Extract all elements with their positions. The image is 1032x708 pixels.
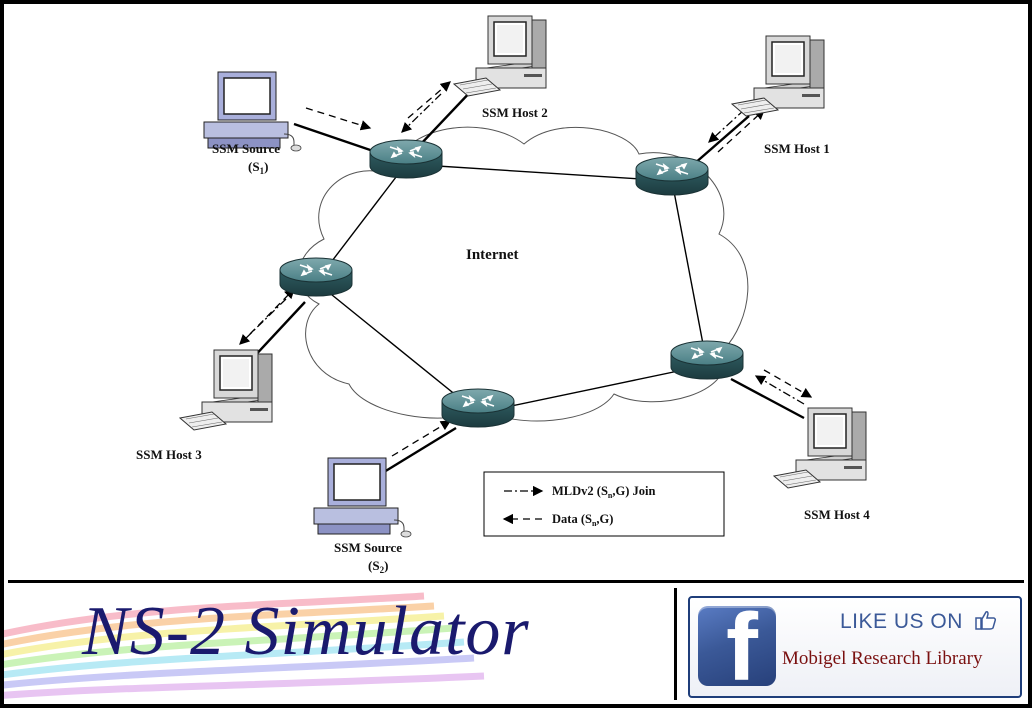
- computer-icon: [731, 35, 825, 117]
- legend-data-label: Data (Sn,G): [552, 512, 613, 528]
- host-links: [250, 87, 805, 474]
- signal-arrows: [239, 81, 813, 457]
- internet-label: Internet: [466, 247, 519, 263]
- network-diagram: Internet SSM Source (S1) SSM Host 2 SSM …: [136, 15, 870, 575]
- divider: [8, 580, 1024, 583]
- facebook-logo-letter: f: [726, 606, 758, 686]
- router-icon: [279, 257, 353, 297]
- divider: [674, 588, 677, 700]
- title-banner: NS-2 Simulator: [4, 586, 672, 704]
- router-links: [315, 163, 708, 414]
- computer-icon: [179, 349, 273, 431]
- source1-sublabel: (S1): [248, 159, 268, 176]
- host4-label: SSM Host 4: [804, 507, 870, 522]
- computer-icon: [203, 71, 302, 152]
- computer-icon: [453, 15, 547, 97]
- router-icon: [635, 156, 709, 196]
- like-us-label: LIKE US ON: [840, 610, 963, 633]
- thumbs-up-icon: [975, 611, 997, 630]
- source2-sublabel: (S2): [368, 558, 388, 575]
- router-icon: [369, 139, 443, 179]
- host3-label: SSM Host 3: [136, 447, 202, 462]
- facebook-like-box[interactable]: f LIKE US ON Mobigel Research Library: [688, 596, 1022, 698]
- like-us-row: LIKE US ON: [840, 610, 997, 634]
- legend: MLDv2 (Sn,G) Join Data (Sn,G): [483, 471, 725, 537]
- source2-label: SSM Source: [334, 540, 402, 555]
- banner-title: NS-2 Simulator: [82, 593, 530, 670]
- computer-icon: [773, 407, 867, 489]
- host2-label: SSM Host 2: [482, 105, 548, 120]
- page-frame: Internet SSM Source (S1) SSM Host 2 SSM …: [4, 4, 1028, 704]
- source1-label: SSM Source: [212, 141, 280, 156]
- legend-join-label: MLDv2 (Sn,G) Join: [552, 484, 655, 500]
- rainbow-swoosh: [4, 592, 485, 699]
- facebook-logo-icon[interactable]: f: [698, 606, 776, 686]
- library-name: Mobigel Research Library: [782, 648, 983, 669]
- host1-label: SSM Host 1: [764, 141, 830, 156]
- router-icon: [441, 388, 515, 428]
- router-icon: [670, 340, 744, 380]
- computer-icon: [313, 457, 412, 538]
